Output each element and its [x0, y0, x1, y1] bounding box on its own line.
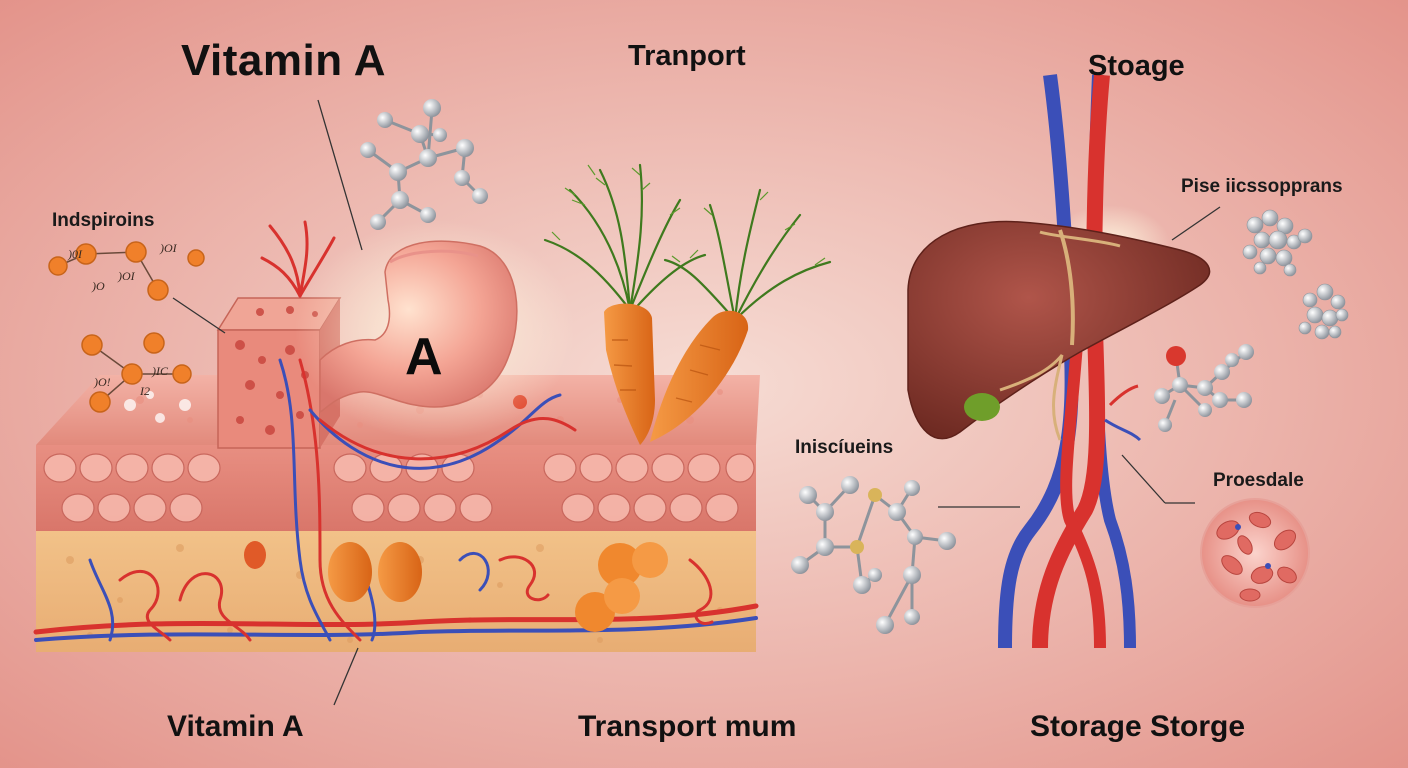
leader-lines	[172, 99, 1221, 706]
retinoid-dots-left: )0I )OI )OI )O )O! )IC I2	[48, 241, 205, 423]
svg-text:)OI: )OI	[159, 241, 178, 255]
svg-text:)IC: )IC	[151, 364, 169, 378]
retinol-molecule-top	[360, 99, 488, 230]
carrots	[543, 163, 832, 445]
intestine-tissue-block	[33, 220, 760, 652]
label-transport-molecules: Iniscíueins	[795, 437, 894, 458]
bottom-label-storage: Storage Storge	[1030, 710, 1246, 743]
vitamin-clusters-right	[1242, 209, 1349, 340]
svg-text:)O!: )O!	[93, 375, 111, 389]
stomach	[295, 220, 575, 440]
svg-text:)O: )O	[91, 279, 105, 293]
bottom-label-vitamin-a: Vitamin A	[167, 710, 304, 743]
retinyl-ester-molecule	[1154, 344, 1254, 432]
transport-molecule	[791, 476, 956, 634]
svg-text:)OI: )OI	[117, 269, 136, 283]
heading-storage: Stoage	[1088, 50, 1185, 82]
stomach-letter-a: A	[405, 328, 443, 386]
label-storage-cell: Proesdale	[1213, 470, 1304, 491]
title-vitamin-a: Vitamin A	[181, 36, 386, 85]
label-liver-clusters: Pise iicssopprans	[1181, 176, 1343, 197]
svg-text:)0I: )0I	[67, 247, 83, 261]
liver-and-vessels	[907, 74, 1211, 649]
svg-text:I2: I2	[139, 384, 150, 398]
bottom-label-transport: Transport mum	[578, 710, 797, 743]
storage-cell	[1200, 498, 1310, 608]
label-intestine-molecules: Indspiroins	[52, 210, 155, 231]
heading-transport: Tranport	[628, 40, 746, 72]
carrot-pieces-in-fat	[244, 541, 668, 632]
